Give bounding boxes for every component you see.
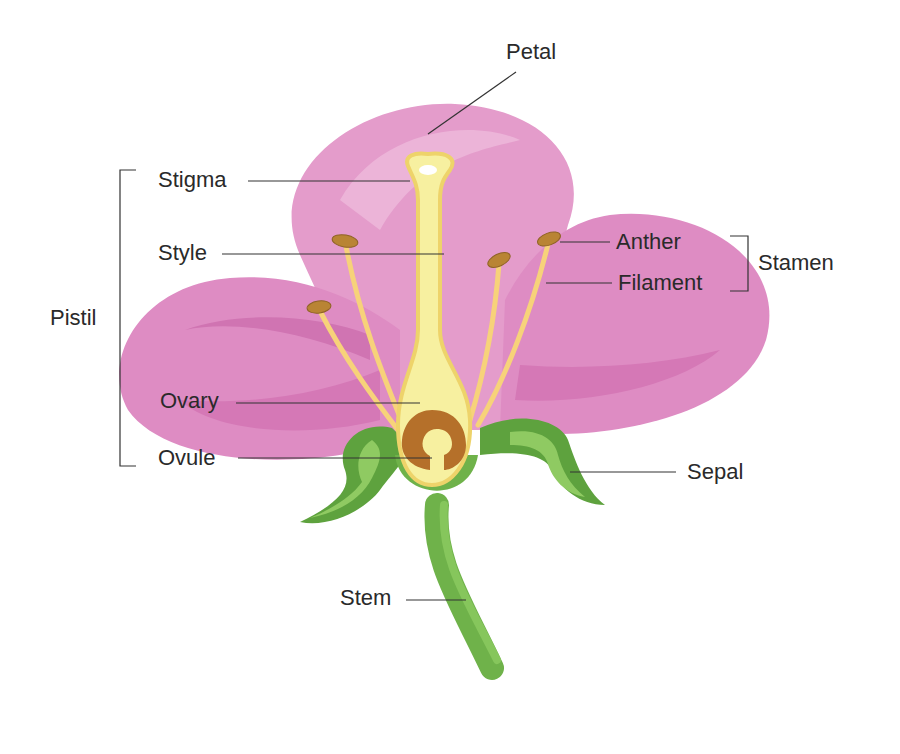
part-label: Stem	[340, 585, 391, 611]
part-label: Stamen	[758, 250, 834, 276]
part-label: Sepal	[687, 459, 743, 485]
petal-vein	[515, 350, 720, 401]
part-label: Stigma	[158, 167, 226, 193]
leader-line	[222, 72, 676, 600]
part-label: Ovary	[160, 388, 219, 414]
sepal-highlight	[510, 431, 585, 497]
part-label: Ovule	[158, 445, 215, 471]
stamen-bracket	[730, 236, 748, 291]
sepal-highlight	[310, 440, 380, 518]
part-label: Pistil	[50, 305, 96, 331]
stem-highlight	[444, 505, 497, 660]
stigma-highlight	[419, 165, 437, 175]
part-label: Petal	[506, 39, 556, 65]
ovule-shape	[402, 410, 466, 470]
pistil-bracket	[120, 170, 136, 466]
part-label: Style	[158, 240, 207, 266]
part-label: Filament	[618, 270, 702, 296]
right-sepal	[480, 419, 605, 505]
part-label: Anther	[616, 229, 681, 255]
right-petal	[500, 214, 769, 434]
pistil-shape	[398, 154, 470, 486]
left-sepal	[300, 426, 410, 523]
